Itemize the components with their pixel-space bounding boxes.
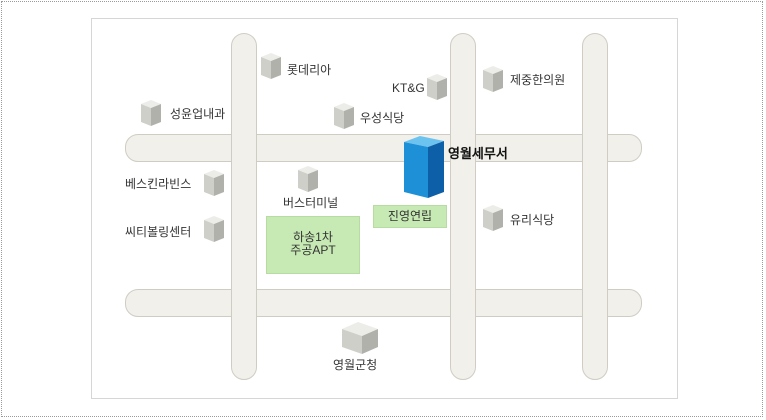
- jinyoung-label: 진영연립: [387, 209, 433, 223]
- landmark-useong-restaurant: 우성식당: [360, 111, 405, 125]
- jinyoung-area: 진영연립: [373, 205, 447, 228]
- building-icon: [334, 103, 354, 129]
- road-lower: [125, 289, 642, 317]
- intersection: [451, 135, 475, 161]
- intersection: [583, 290, 607, 316]
- landmark-yeongwol-county-office: 영월군청: [333, 358, 378, 372]
- intersection: [232, 135, 256, 161]
- tax-office-building-icon: [404, 136, 444, 198]
- hasong-label-line1: 하송1차: [293, 230, 333, 244]
- building-icon: [204, 170, 224, 196]
- building-icon: [261, 53, 281, 79]
- landmark-lotteria: 롯데리아: [287, 63, 332, 77]
- road-middle: [450, 33, 476, 380]
- landmark-ktg: KT&G: [392, 81, 425, 95]
- tax-office-label: 영월세무서: [448, 146, 508, 161]
- landmark-yuri-restaurant: 유리식당: [510, 213, 555, 227]
- building-icon: [483, 205, 503, 231]
- building-icon: [204, 216, 224, 242]
- landmark-jejung-clinic: 제중한의원: [510, 73, 566, 87]
- road-upper: [125, 134, 642, 162]
- landmark-city-bowling: 씨티볼링센터: [125, 225, 192, 239]
- landmark-bus-terminal: 버스터미널: [283, 196, 339, 210]
- building-icon: [427, 74, 447, 100]
- hasong-label-line2: 주공APT: [290, 243, 336, 257]
- intersection: [583, 135, 607, 161]
- building-icon: [483, 66, 503, 92]
- building-icon: [298, 166, 318, 192]
- hasong-apartment-area: 하송1차 주공APT: [266, 216, 360, 274]
- building-icon: [342, 322, 378, 354]
- building-icon: [141, 100, 161, 126]
- landmark-seongyun-clinic: 성윤업내과: [170, 107, 226, 121]
- landmark-baskin-robbins: 베스킨라빈스: [125, 177, 192, 191]
- road-west: [231, 33, 257, 380]
- intersection: [451, 290, 475, 316]
- location-map: 하송1차 주공APT 진영연립 영월세무서 롯데리아 KT&G 제중한의원 성: [91, 18, 678, 399]
- intersection: [232, 290, 256, 316]
- road-east: [582, 33, 608, 380]
